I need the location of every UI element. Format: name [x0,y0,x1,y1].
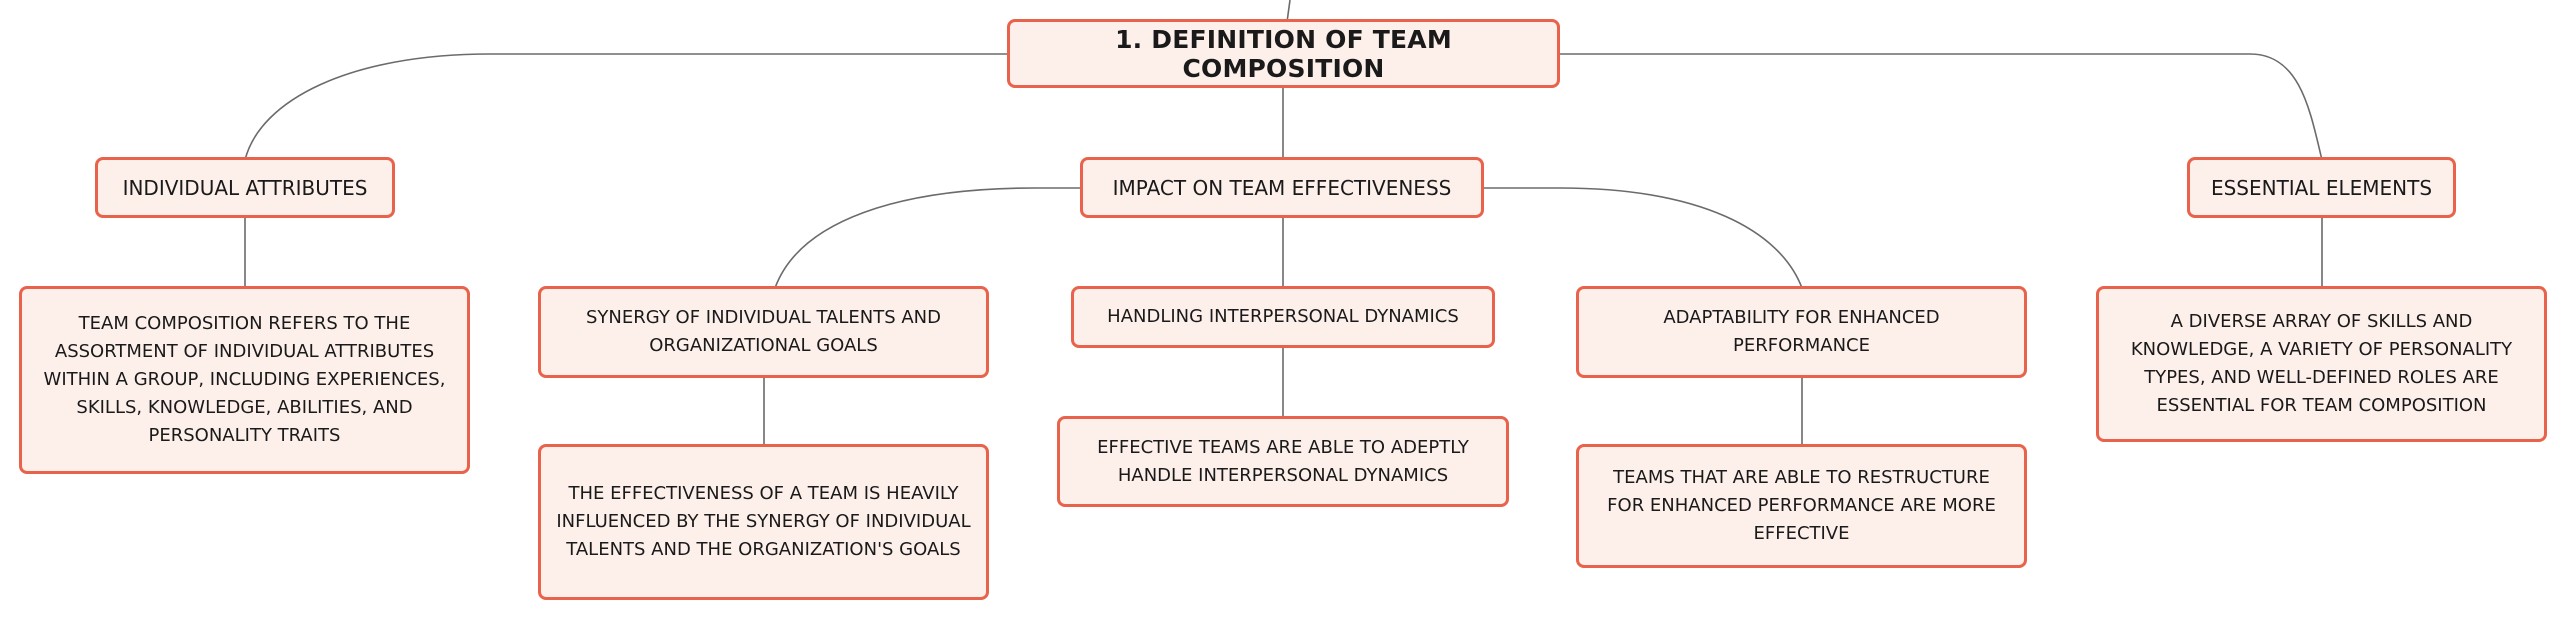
interpersonal-dynamics-detail-text: EFFECTIVE TEAMS ARE ABLE TO ADEPTLY HAND… [1097,436,1469,486]
individual-attributes-detail[interactable]: TEAM COMPOSITION REFERS TO THE ASSORTMEN… [19,286,470,474]
interpersonal-dynamics-detail[interactable]: EFFECTIVE TEAMS ARE ABLE TO ADEPTLY HAND… [1057,416,1509,507]
connector-incoming-root [1286,0,1291,23]
connector-impact-to-synergy [774,187,1083,289]
branch-impact-label: IMPACT ON TEAM EFFECTIVENESS [1112,175,1452,200]
branch-essential-elements-label: ESSENTIAL ELEMENTS [2210,175,2433,200]
adaptability-detail-text: TEAMS THAT ARE ABLE TO RESTRUCTURE FOR E… [1607,467,1996,544]
branch-individual-attributes[interactable]: INDIVIDUAL ATTRIBUTES [95,157,395,218]
root-topic-node[interactable]: 1. DEFINITION OF TEAM COMPOSITION [1007,19,1560,88]
essential-elements-detail[interactable]: A DIVERSE ARRAY OF SKILLS AND KNOWLEDGE,… [2096,286,2547,442]
synergy-detail[interactable]: THE EFFECTIVENESS OF A TEAM IS HEAVILY I… [538,444,989,600]
topic-adaptability-label: ADAPTABILITY FOR ENHANCED PERFORMANCE [1663,307,1940,356]
topic-synergy-label: SYNERGY OF INDIVIDUAL TALENTS AND ORGANI… [586,307,941,356]
topic-adaptability[interactable]: ADAPTABILITY FOR ENHANCED PERFORMANCE [1576,286,2027,378]
branch-essential-elements[interactable]: ESSENTIAL ELEMENTS [2187,157,2456,218]
topic-interpersonal-dynamics-label: HANDLING INTERPERSONAL DYNAMICS [1107,306,1459,327]
essential-elements-detail-text: A DIVERSE ARRAY OF SKILLS AND KNOWLEDGE,… [2130,311,2513,416]
branch-individual-attributes-label: INDIVIDUAL ATTRIBUTES [122,175,368,200]
connector-root-to-essential [1560,53,2323,161]
connector-root-to-individual [244,53,1010,161]
synergy-detail-text: THE EFFECTIVENESS OF A TEAM IS HEAVILY I… [556,483,971,560]
branch-impact-on-team-effectiveness[interactable]: IMPACT ON TEAM EFFECTIVENESS [1080,157,1484,218]
topic-synergy[interactable]: SYNERGY OF INDIVIDUAL TALENTS AND ORGANI… [538,286,989,378]
root-topic-title: 1. DEFINITION OF TEAM COMPOSITION [1115,24,1452,83]
connector-impact-to-adaptability [1484,187,1803,289]
individual-attributes-detail-text: TEAM COMPOSITION REFERS TO THE ASSORTMEN… [43,313,446,446]
topic-interpersonal-dynamics[interactable]: HANDLING INTERPERSONAL DYNAMICS [1071,286,1495,348]
adaptability-detail[interactable]: TEAMS THAT ARE ABLE TO RESTRUCTURE FOR E… [1576,444,2027,568]
